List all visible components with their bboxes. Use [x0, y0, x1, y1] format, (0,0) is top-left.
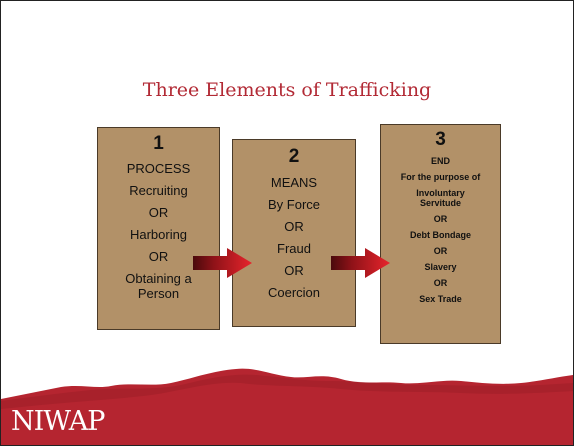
- element-box-means: 2 MEANS By Force OR Fraud OR Coercion: [232, 139, 356, 327]
- slide-title: Three Elements of Trafficking: [142, 79, 432, 101]
- box-line: OR: [433, 278, 448, 288]
- box-line: Obtaining a Person: [125, 271, 192, 301]
- box-number: 2: [288, 146, 300, 167]
- box-line: OR: [284, 219, 304, 234]
- box-line: Sex Trade: [419, 294, 462, 304]
- box-line: OR: [148, 205, 169, 220]
- box-line: OR: [433, 214, 448, 224]
- box-line: PROCESS: [126, 161, 191, 176]
- box-line: Harboring: [129, 227, 188, 242]
- box-line: Involuntary Servitude: [416, 188, 465, 208]
- right-arrow-icon: [193, 248, 252, 278]
- element-box-process: 1 PROCESS Recruiting OR Harboring OR Obt…: [97, 127, 220, 330]
- right-arrow-icon: [331, 248, 390, 278]
- box-line: OR: [284, 263, 304, 278]
- box-number: 1: [153, 133, 164, 154]
- box-line: Coercion: [267, 285, 321, 300]
- box-line: OR: [148, 249, 169, 264]
- box-number: 3: [435, 129, 446, 150]
- footer-wave: [1, 368, 573, 445]
- box-line: By Force: [267, 197, 320, 212]
- box-line: For the purpose of: [400, 172, 481, 182]
- box-line: Fraud: [277, 241, 311, 256]
- box-line: Slavery: [424, 262, 457, 272]
- box-line: END: [430, 156, 450, 166]
- box-line: Debt Bondage: [409, 230, 471, 240]
- box-line: Recruiting: [129, 183, 188, 198]
- niwap-logo: NIWAP: [11, 406, 105, 437]
- element-box-end: 3 END For the purpose of Involuntary Ser…: [380, 124, 501, 344]
- box-line: OR: [433, 246, 448, 256]
- box-line: MEANS: [270, 175, 318, 190]
